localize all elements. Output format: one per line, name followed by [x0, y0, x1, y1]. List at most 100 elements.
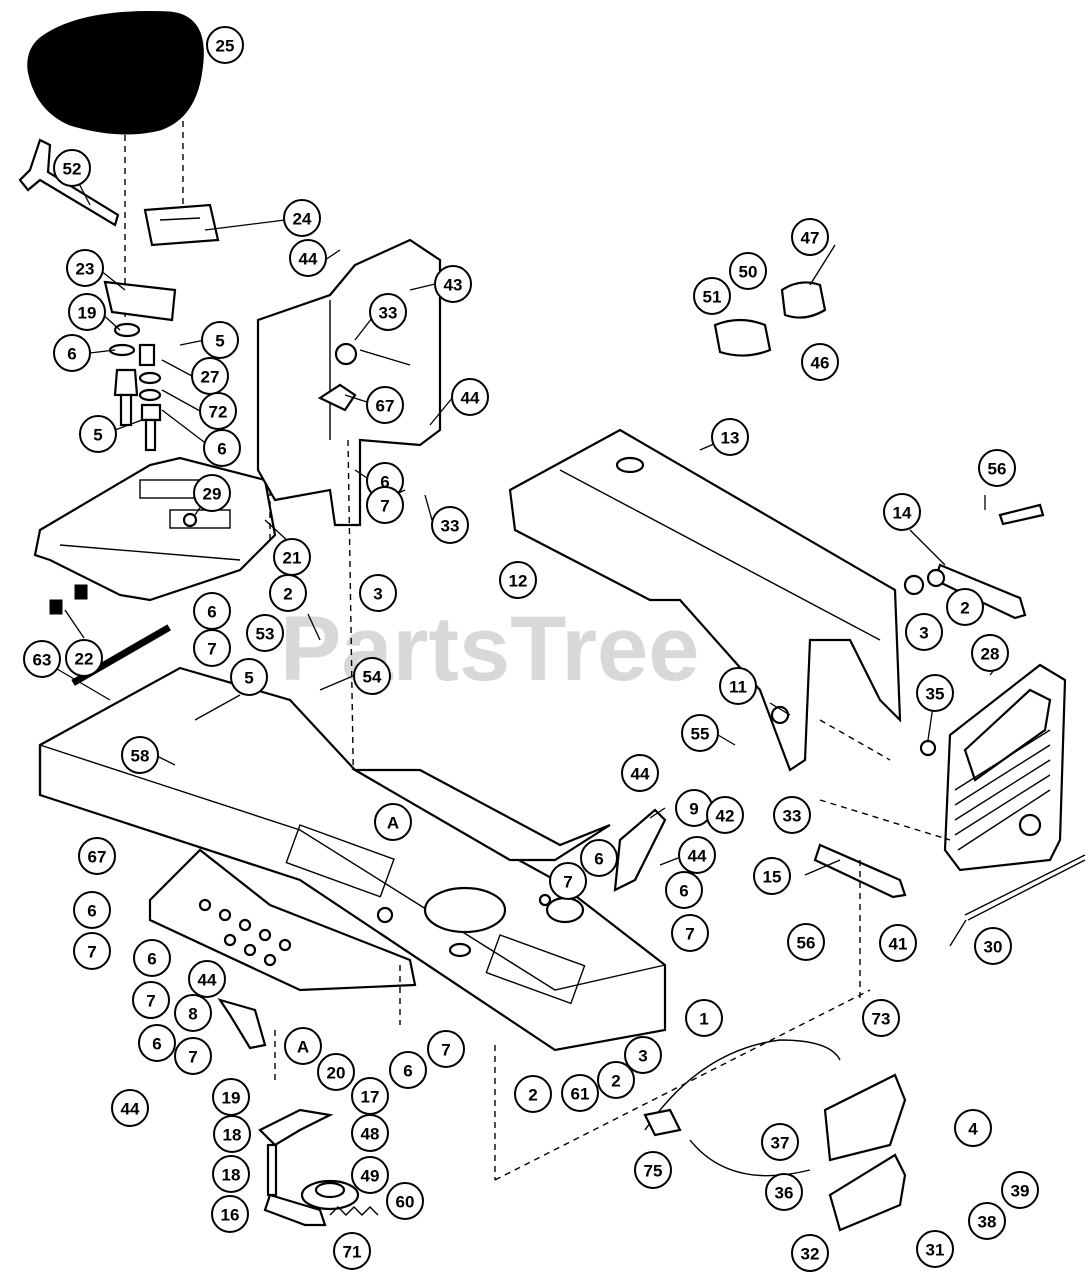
- callout-37[interactable]: 37: [761, 1123, 799, 1161]
- callout-9[interactable]: 9: [675, 789, 713, 827]
- callout-6[interactable]: 6: [203, 429, 241, 467]
- callout-46[interactable]: 46: [801, 343, 839, 381]
- callout-41[interactable]: 41: [879, 924, 917, 962]
- callout-72[interactable]: 72: [199, 392, 237, 430]
- callout-24[interactable]: 24: [283, 199, 321, 237]
- callout-20[interactable]: 20: [317, 1053, 355, 1091]
- callout-18[interactable]: 18: [213, 1115, 251, 1153]
- callout-63[interactable]: 63: [23, 640, 61, 678]
- callout-7[interactable]: 7: [73, 932, 111, 970]
- callout-12[interactable]: 12: [499, 561, 537, 599]
- callout-44[interactable]: 44: [111, 1089, 149, 1127]
- callout-6[interactable]: 6: [133, 939, 171, 977]
- callout-3[interactable]: 3: [359, 574, 397, 612]
- callout-38[interactable]: 38: [968, 1202, 1006, 1240]
- callout-4[interactable]: 4: [954, 1109, 992, 1147]
- callout-22[interactable]: 22: [65, 639, 103, 677]
- callout-6[interactable]: 6: [53, 334, 91, 372]
- callout-58[interactable]: 58: [121, 736, 159, 774]
- callout-11[interactable]: 11: [719, 667, 757, 705]
- callout-7[interactable]: 7: [174, 1037, 212, 1075]
- callout-71[interactable]: 71: [333, 1232, 371, 1270]
- callout-17[interactable]: 17: [351, 1077, 389, 1115]
- callout-6[interactable]: 6: [580, 839, 618, 877]
- callout-67[interactable]: 67: [366, 386, 404, 424]
- callout-7[interactable]: 7: [193, 629, 231, 667]
- callout-33[interactable]: 33: [369, 293, 407, 331]
- callout-44[interactable]: 44: [678, 836, 716, 874]
- callout-52[interactable]: 52: [53, 149, 91, 187]
- callout-19[interactable]: 19: [212, 1078, 250, 1116]
- callout-21[interactable]: 21: [273, 538, 311, 576]
- callout-49[interactable]: 49: [351, 1156, 389, 1194]
- callout-2[interactable]: 2: [514, 1075, 552, 1113]
- callout-18[interactable]: 18: [212, 1155, 250, 1193]
- callout-67[interactable]: 67: [78, 837, 116, 875]
- callout-6[interactable]: 6: [73, 891, 111, 929]
- callout-7[interactable]: 7: [132, 981, 170, 1019]
- callout-2[interactable]: 2: [597, 1061, 635, 1099]
- callout-7[interactable]: 7: [366, 486, 404, 524]
- callout-25[interactable]: 25: [206, 26, 244, 64]
- callout-2[interactable]: 2: [946, 588, 984, 626]
- callout-54[interactable]: 54: [353, 657, 391, 695]
- callout-50[interactable]: 50: [729, 252, 767, 290]
- callout-3[interactable]: 3: [905, 613, 943, 651]
- callout-15[interactable]: 15: [753, 857, 791, 895]
- callout-1[interactable]: 1: [685, 999, 723, 1037]
- callout-29[interactable]: 29: [193, 474, 231, 512]
- callout-44[interactable]: 44: [621, 754, 659, 792]
- callout-55[interactable]: 55: [681, 714, 719, 752]
- callout-36[interactable]: 36: [765, 1173, 803, 1211]
- callout-56[interactable]: 56: [787, 923, 825, 961]
- callout-14[interactable]: 14: [883, 493, 921, 531]
- callout-42[interactable]: 42: [706, 796, 744, 834]
- callout-circle: [773, 796, 811, 834]
- callout-32[interactable]: 32: [791, 1234, 829, 1272]
- callout-circle: [23, 640, 61, 678]
- callout-33[interactable]: 33: [773, 796, 811, 834]
- callout-5[interactable]: 5: [230, 658, 268, 696]
- callout-16[interactable]: 16: [211, 1195, 249, 1233]
- callout-5[interactable]: 5: [201, 321, 239, 359]
- callout-53[interactable]: 53: [246, 614, 284, 652]
- callout-61[interactable]: 61: [561, 1074, 599, 1112]
- callout-6[interactable]: 6: [138, 1024, 176, 1062]
- callout-13[interactable]: 13: [711, 418, 749, 456]
- callout-44[interactable]: 44: [188, 960, 226, 998]
- callout-47[interactable]: 47: [791, 218, 829, 256]
- callout-7[interactable]: 7: [671, 914, 709, 952]
- callout-73[interactable]: 73: [862, 999, 900, 1037]
- callout-51[interactable]: 51: [693, 277, 731, 315]
- callout-28[interactable]: 28: [971, 634, 1009, 672]
- callout-43[interactable]: 43: [434, 265, 472, 303]
- callout-44[interactable]: 44: [451, 378, 489, 416]
- callout-a[interactable]: A: [284, 1027, 322, 1065]
- seat-rail: [143, 203, 220, 247]
- callout-7[interactable]: 7: [427, 1030, 465, 1068]
- callout-6[interactable]: 6: [665, 871, 703, 909]
- callout-19[interactable]: 19: [68, 293, 106, 331]
- callout-7[interactable]: 7: [549, 862, 587, 900]
- callout-2[interactable]: 2: [269, 574, 307, 612]
- callout-75[interactable]: 75: [634, 1151, 672, 1189]
- callout-35[interactable]: 35: [916, 674, 954, 712]
- callout-a[interactable]: A: [374, 803, 412, 841]
- callout-56[interactable]: 56: [978, 449, 1016, 487]
- callout-30[interactable]: 30: [974, 927, 1012, 965]
- callout-39[interactable]: 39: [1001, 1171, 1039, 1209]
- callout-3[interactable]: 3: [624, 1036, 662, 1074]
- callout-label: 44: [299, 250, 318, 269]
- callout-23[interactable]: 23: [66, 249, 104, 287]
- callout-circle: [765, 1173, 803, 1211]
- callout-8[interactable]: 8: [174, 994, 212, 1032]
- callout-6[interactable]: 6: [193, 592, 231, 630]
- callout-60[interactable]: 60: [386, 1182, 424, 1220]
- callout-33[interactable]: 33: [431, 506, 469, 544]
- callout-44[interactable]: 44: [289, 239, 327, 277]
- callout-5[interactable]: 5: [79, 415, 117, 453]
- callout-48[interactable]: 48: [351, 1114, 389, 1152]
- callout-27[interactable]: 27: [191, 357, 229, 395]
- callout-31[interactable]: 31: [916, 1230, 954, 1268]
- callout-6[interactable]: 6: [389, 1051, 427, 1089]
